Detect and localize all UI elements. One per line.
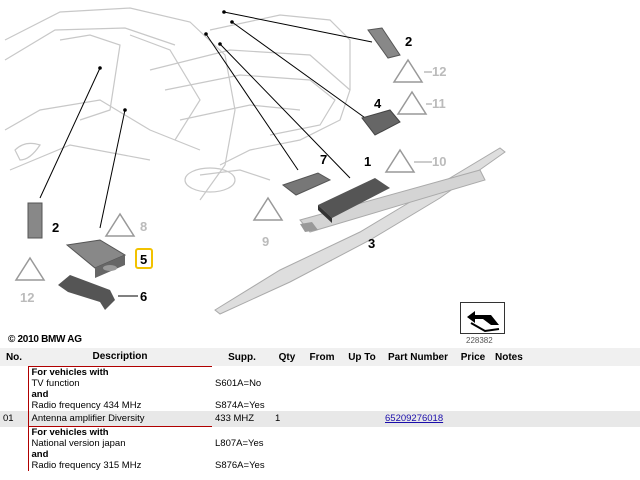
condition-code: L807A=Yes [215,438,264,449]
condition-code: S874A=Yes [215,399,265,411]
row-qty: 1 [272,410,302,427]
callout-4[interactable]: 4 [374,96,382,111]
callout-9[interactable]: 9 [262,234,269,249]
warning-icon [392,58,424,83]
condition-row: and [0,388,640,400]
copyright-notice: © 2010 BMW AG [8,334,82,345]
condition-text: National version japan [27,438,212,449]
leader-lines [39,11,373,229]
antenna-amplifier-part[interactable] [300,178,390,232]
condition-text: Radio frequency 315 MHz [27,460,212,471]
antenna-strip [214,147,506,315]
callout-5-highlight[interactable] [135,248,153,269]
row-supp: 433 MHZ [212,410,272,427]
bracket-part-6[interactable] [58,275,115,310]
parts-diagram: 1 2 2 3 4 5 6 7 8 9 10 11 12 12 [4,7,506,315]
arrow-icon [467,311,500,333]
condition-code: S876A=Yes [215,460,265,471]
module-part-7[interactable] [281,172,332,196]
col-part-number[interactable]: Part Number [382,348,454,366]
table-header: No. Description Supp. Qty From Up To Par… [0,348,640,366]
callout-10[interactable]: 10 [432,154,446,169]
callout-3[interactable]: 3 [368,236,375,251]
callout-11[interactable]: 11 [432,96,446,111]
col-supp[interactable]: Supp. [212,348,272,366]
col-notes[interactable]: Notes [492,348,640,366]
callout-2-left[interactable]: 2 [52,220,59,235]
module-part-2-left[interactable] [27,202,43,239]
condition-heading: For vehicles with [27,365,212,378]
condition-row: For vehicles with [0,365,640,378]
condition-row: National version japan L807A=Yes [0,438,640,449]
condition-code: S601A=No [215,377,262,389]
callout-8[interactable]: 8 [140,219,147,234]
condition-row: Radio frequency 434 MHz S874A=Yes [0,399,640,411]
callout-1[interactable]: 1 [364,154,371,169]
condition-text: Radio frequency 434 MHz [27,399,212,411]
condition-row: TV function S601A=No [0,377,640,389]
col-from[interactable]: From [302,348,342,366]
condition-heading: For vehicles with [27,426,212,438]
warning-icon [384,148,416,173]
warning-icon [252,196,284,221]
callout-12-top[interactable]: 12 [432,64,446,79]
callout-2-top[interactable]: 2 [405,34,412,49]
callout-7[interactable]: 7 [320,152,327,167]
condition-text: TV function [27,377,212,389]
col-qty[interactable]: Qty [272,348,302,366]
condition-row: For vehicles with [0,426,640,438]
parts-table: No. Description Supp. Qty From Up To Par… [0,348,640,471]
module-part-2-top[interactable] [367,27,401,59]
warning-icon [104,212,136,237]
col-description[interactable]: Description [28,348,212,366]
car-outline [4,7,351,201]
row-number: 01 [0,410,28,427]
part-number-link[interactable]: 65209276018 [385,413,444,424]
condition-and: and [27,449,212,460]
module-part-4[interactable] [361,109,401,136]
row-description: Antenna amplifier Diversity [27,410,212,427]
table-row[interactable]: 01 Antenna amplifier Diversity 433 MHZ 1… [0,410,640,427]
callout-12-left[interactable]: 12 [20,290,34,305]
col-price[interactable]: Price [454,348,492,366]
image-id: 228382 [466,336,493,345]
callout-5[interactable]: 5 [140,252,147,267]
callout-6[interactable]: 6 [140,289,147,304]
warning-icon [396,90,428,115]
condition-row: and [0,449,640,460]
condition-and: and [27,388,212,400]
col-no[interactable]: No. [0,348,28,366]
warning-icon [14,256,46,281]
condition-row: Radio frequency 315 MHz S876A=Yes [0,460,640,471]
col-upto[interactable]: Up To [342,348,382,366]
warning-icons [14,58,428,281]
navigate-back-button[interactable] [460,302,505,334]
